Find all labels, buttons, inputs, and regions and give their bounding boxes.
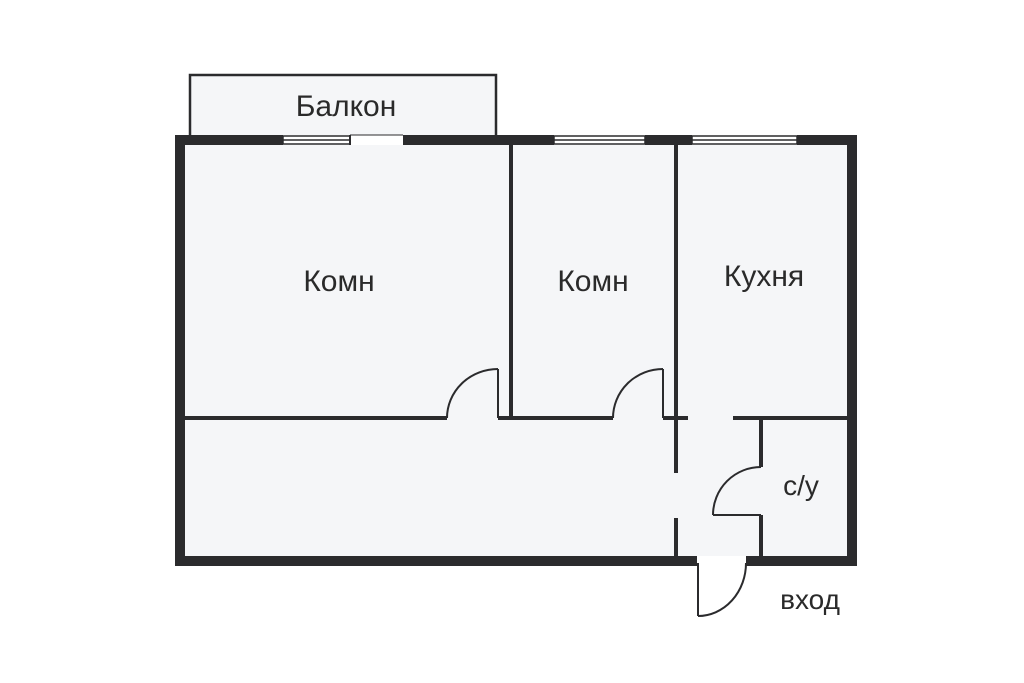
balcony-label: Балкон [296, 90, 397, 123]
kitchen-label: Кухня [724, 260, 804, 293]
window-kitchen [691, 135, 798, 145]
balcony [188, 73, 498, 135]
outer-walls [175, 135, 857, 566]
door-room-2 [612, 368, 664, 419]
window-room-2 [553, 135, 646, 145]
entrance-label: вход [780, 584, 840, 615]
door-entrance [697, 562, 747, 617]
door-bathroom [712, 466, 762, 516]
window-balcony [282, 135, 351, 145]
room-2-label: Комн [557, 265, 628, 298]
door-room-1 [446, 368, 499, 419]
balcony-floor [190, 75, 496, 135]
interior-walls [185, 145, 847, 556]
room-1-label: Комн [303, 265, 374, 298]
bathroom-label: с/у [783, 470, 819, 501]
apartment-floor [185, 145, 847, 556]
